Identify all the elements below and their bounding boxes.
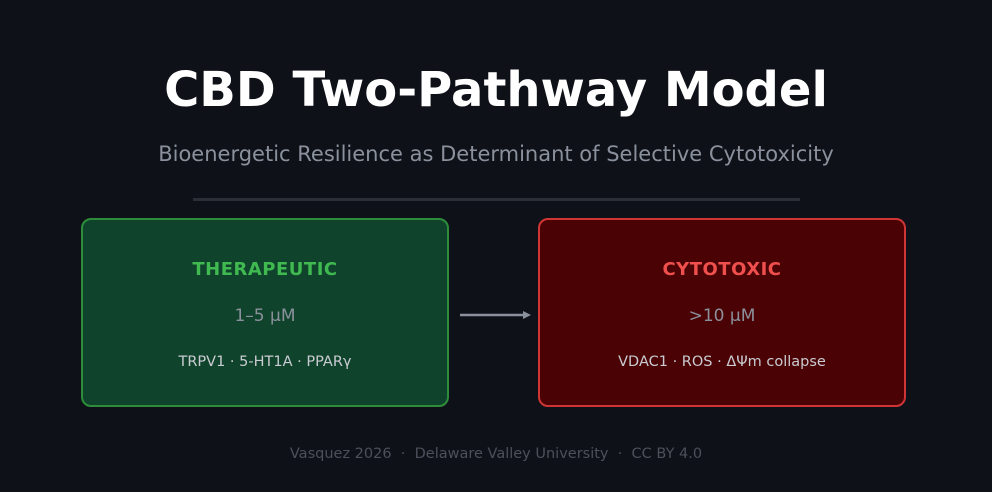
cytotoxic-pathway-box: CYTOTOXIC >10 µM VDAC1 · ROS · ΔΨm colla… [538,218,906,407]
pathway-label: CYTOTOXIC [662,259,782,280]
pathway-label: THERAPEUTIC [192,259,338,280]
therapeutic-pathway-box: THERAPEUTIC 1–5 µM TRPV1 · 5-HT1A · PPAR… [81,218,449,407]
pathway-dose: 1–5 µM [234,306,296,326]
divider [193,198,800,201]
footer-credit: Vasquez 2026 · Delaware Valley Universit… [289,446,703,462]
arrow-right-icon [460,311,531,319]
pathway-dose: >10 µM [688,306,756,326]
pathway-targets: TRPV1 · 5-HT1A · PPARγ [178,354,352,370]
pathway-targets: VDAC1 · ROS · ΔΨm collapse [618,354,826,370]
page-title: CBD Two-Pathway Model [164,62,828,118]
page-subtitle: Bioenergetic Resilience as Determinant o… [158,142,834,166]
